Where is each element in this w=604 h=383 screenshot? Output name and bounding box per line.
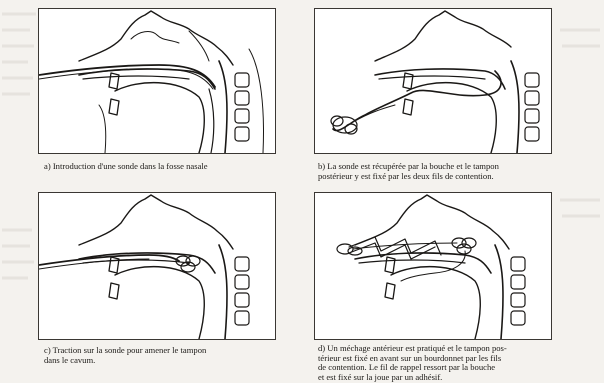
panel-b-caption: b) La sonde est récupérée par la bouche … xyxy=(318,162,594,181)
panel-b-illustration xyxy=(314,8,552,154)
panel-d-illustration xyxy=(314,192,552,340)
panel-c-illustration xyxy=(38,192,276,340)
sagittal-head-drawing xyxy=(39,193,275,339)
panel-a-caption: a) Introduction d'une sonde dans la foss… xyxy=(44,162,280,172)
panel-a-illustration xyxy=(38,8,276,154)
panel-c-caption: c) Traction sur la sonde pour amener le … xyxy=(44,346,294,365)
sagittal-head-drawing xyxy=(315,193,551,339)
sagittal-head-drawing xyxy=(315,9,551,153)
panel-d-caption: d) Un méchage antérieur est pratiqué et … xyxy=(318,344,600,382)
sagittal-head-drawing xyxy=(39,9,275,153)
